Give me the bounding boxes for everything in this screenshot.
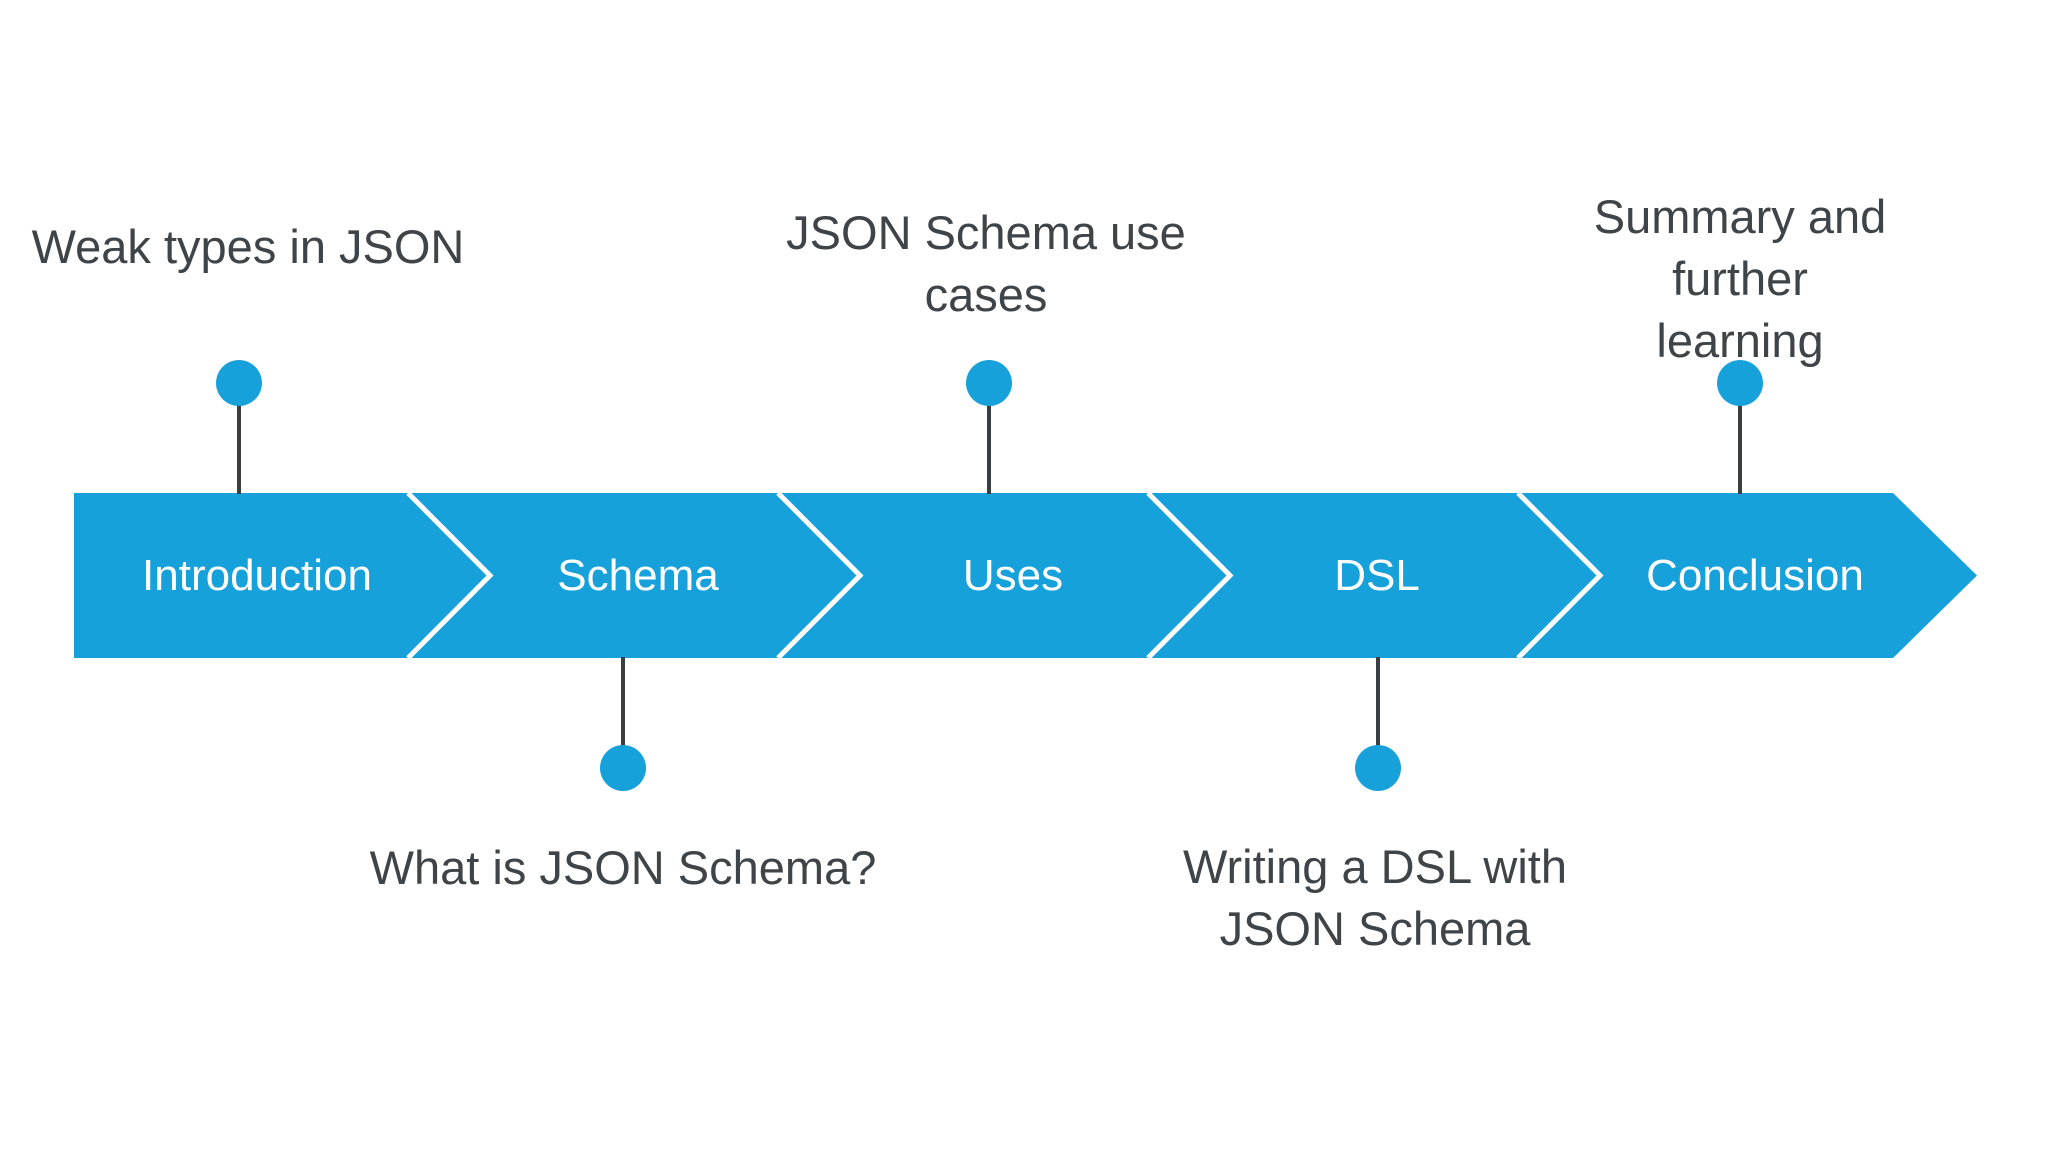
callout-what-is-json-schema: What is JSON Schema? [369,841,877,894]
process-arrow-bar [74,493,1977,658]
segment-label-introduction: Introduction [142,551,372,600]
chevron-divider-2 [776,491,864,660]
milestone-dot-uses [966,360,1012,406]
milestone-dot-conclusion [1717,360,1763,406]
callout-json-schema-use-cases: JSON Schema use cases [786,206,1186,321]
milestone-dot-introduction [216,360,262,406]
milestone-dot-dsl [1355,745,1401,791]
segment-label-uses: Uses [962,551,1064,600]
segment-label-dsl: DSL [1334,551,1420,600]
chevron-divider-4 [1516,491,1604,660]
segment-label-conclusion: Conclusion [1646,551,1864,600]
milestone-dot-schema [600,745,646,791]
chevron-divider-1 [406,491,494,660]
chevron-divider-3 [1146,491,1234,660]
callout-writing-a-dsl: Writing a DSL with JSON Schema [1183,840,1567,955]
segment-label-schema: Schema [557,551,719,600]
callout-summary-further-learning: Summary and further learning [1593,190,1887,367]
callout-weak-types-in-json: Weak types in JSON [31,220,465,273]
